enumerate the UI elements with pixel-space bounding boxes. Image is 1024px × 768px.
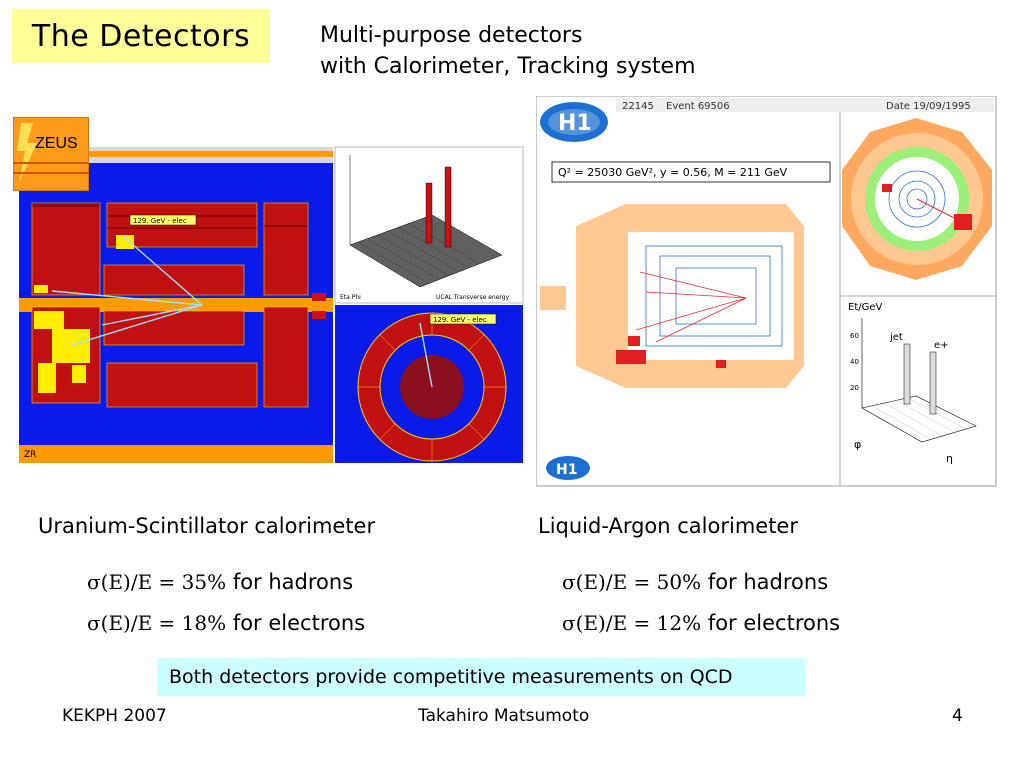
- h1-lego-positron-label: e+: [934, 340, 949, 351]
- h1-logo-icon: H1: [540, 102, 608, 142]
- svg-text:H1: H1: [556, 462, 577, 478]
- zeus-calorimeter-label: Uranium-Scintillator calorimeter: [38, 514, 376, 538]
- footer-author: Takahiro Matsumoto: [418, 706, 590, 726]
- zeus-electron-resolution-value: σ(E)/E = 18%: [87, 611, 227, 635]
- zeus-hadron-resolution-text: for hadrons: [232, 570, 354, 594]
- h1-logo-small-icon: H1: [546, 456, 590, 480]
- h1-electron-resolution: σ(E)/E = 12% for electrons: [562, 611, 840, 635]
- h1-date: Date 19/09/1995: [886, 101, 971, 112]
- zeus-event-display: ZR 129. GeV - elec: [19, 146, 524, 463]
- svg-text:H1: H1: [558, 111, 592, 136]
- zeus-front-track-label: 129. GeV - elec: [433, 316, 487, 324]
- h1-eta-label: η: [946, 452, 953, 465]
- slide-subtitle: Multi-purpose detectors with Calorimeter…: [320, 20, 696, 82]
- slide-title-box: The Detectors: [12, 9, 270, 63]
- zeus-hadron-resolution: σ(E)/E = 35% for hadrons: [87, 570, 353, 594]
- zeus-lego-right-label: UCAL Transverse energy: [436, 294, 510, 301]
- h1-kinematics: Q² = 25030 GeV², y = 0.56, M = 211 GeV: [558, 166, 788, 179]
- zeus-logo-icon: [12, 116, 90, 192]
- h1-hadron-resolution-value: σ(E)/E = 50%: [562, 570, 702, 594]
- footer-conference: KEKPH 2007: [62, 706, 167, 726]
- h1-electron-resolution-value: σ(E)/E = 12%: [562, 611, 702, 635]
- h1-lego-jet-label: jet: [889, 332, 903, 343]
- h1-side-view: [540, 204, 804, 388]
- slide-title: The Detectors: [31, 18, 251, 54]
- conclusion-note-text: Both detectors provide competitive measu…: [169, 666, 733, 688]
- h1-lego-plot: Et/GeV 60 40 20 jet e+ φ η: [848, 302, 977, 465]
- h1-front-view: [842, 118, 992, 280]
- zeus-electron-resolution-text: for electrons: [232, 611, 366, 635]
- zeus-lego-left-label: Eta Phi: [340, 294, 361, 301]
- h1-electron-resolution-text: for electrons: [707, 611, 841, 635]
- zeus-hadron-resolution-value: σ(E)/E = 35%: [87, 570, 227, 594]
- zeus-electron-resolution: σ(E)/E = 18% for electrons: [87, 611, 365, 635]
- subtitle-line-2: with Calorimeter, Tracking system: [320, 54, 696, 79]
- h1-calorimeter-label: Liquid-Argon calorimeter: [538, 514, 798, 538]
- zeus-side-track-label: 129. GeV - elec: [133, 217, 187, 225]
- h1-hadron-resolution-text: for hadrons: [707, 570, 829, 594]
- footer-page-number: 4: [952, 706, 963, 726]
- h1-event-display: 22145 Event 69506 Date 19/09/1995 H1 Q² …: [536, 96, 997, 487]
- h1-phi-label: φ: [854, 438, 861, 451]
- zeus-logo: ZEUS: [12, 116, 90, 192]
- zeus-logo-text: ZEUS: [35, 135, 78, 152]
- h1-run-number: 22145: [622, 101, 654, 112]
- h1-event-number: Event 69506: [666, 101, 730, 112]
- h1-tick-60: 60: [850, 332, 859, 340]
- h1-hadron-resolution: σ(E)/E = 50% for hadrons: [562, 570, 828, 594]
- h1-tick-20: 20: [850, 384, 859, 392]
- h1-tick-40: 40: [850, 358, 859, 366]
- conclusion-note: Both detectors provide competitive measu…: [157, 658, 805, 696]
- h1-lego-axis-label: Et/GeV: [848, 302, 883, 313]
- subtitle-line-1: Multi-purpose detectors: [320, 23, 583, 48]
- zeus-view-label: ZR: [24, 450, 36, 460]
